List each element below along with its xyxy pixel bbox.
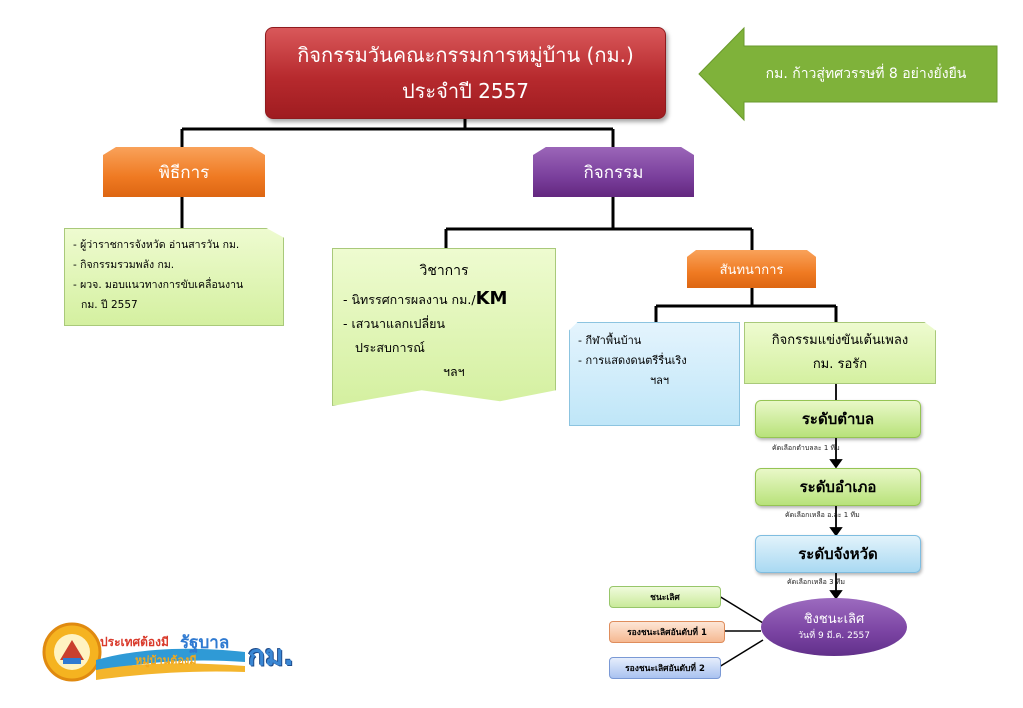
activities-box: กิจกรรม: [533, 147, 694, 197]
level-note-2: คัดเลือกเหลือ อ.ละ 1 ทีม: [785, 511, 860, 519]
academic-box: วิชาการ - นิทรรศการผลงาน กม./KM - เสวนาแ…: [332, 248, 556, 406]
level-note-1: คัดเลือกตำบลละ 1 ทีม: [772, 444, 840, 452]
folk-item: - กีฬาพื้นบ้าน: [578, 334, 642, 347]
ceremony-item: - กิจกรรมรวมพลัง กม.: [73, 259, 175, 271]
logo-text-bottom: หมู่บ้านต้องมี: [135, 654, 197, 667]
academic-line3: ประสบการณ์: [355, 340, 425, 355]
final-line1: ชิงชนะเลิศ: [803, 612, 865, 627]
academic-etc: ฯลฯ: [443, 364, 465, 379]
folk-box: - กีฬาพื้นบ้าน - การแสดงดนตรีรื่นเริง ฯล…: [569, 322, 740, 426]
logo-text-top: ประเทศต้องมี: [100, 635, 169, 649]
singing-line2: กม. รอรัก: [812, 357, 868, 372]
academic-title: วิชาการ: [419, 263, 469, 279]
ceremony-list: - ผู้ว่าราชการจังหวัด อ่านสารวัน กม. - ก…: [64, 228, 284, 326]
academic-km: KM: [475, 288, 508, 309]
academic-item: - นิทรรศการผลงาน กม./KM: [343, 287, 545, 312]
logo-brand: กม.: [248, 639, 295, 672]
ceremony-item: กม. ปี 2557: [81, 299, 138, 311]
ceremony-box: พิธีการ: [103, 147, 265, 197]
final-round: ชิงชนะเลิศ วันที่ 9 มี.ค. 2557: [761, 598, 907, 656]
award-winner: ชนะเลิศ: [609, 586, 721, 608]
singing-line1: กิจกรรมแข่งขันเต้นเพลง: [771, 333, 909, 348]
final-line2: วันที่ 9 มี.ค. 2557: [797, 631, 871, 641]
slogan-arrow: กม. ก้าวสู่ทศวรรษที่ 8 อย่างยั่งยืน: [765, 66, 967, 82]
level-note-3: คัดเลือกเหลือ 3 ทีม: [787, 578, 845, 586]
level-subdistrict: ระดับตำบล: [755, 400, 921, 438]
level-district: ระดับอำเภอ: [755, 468, 921, 506]
ceremony-item: - ผู้ว่าราชการจังหวัด อ่านสารวัน กม.: [73, 239, 240, 251]
slogan-arrow-shape: [698, 26, 998, 122]
title-box: กิจกรรมวันคณะกรรมการหมู่บ้าน (กม.) ประจำ…: [265, 27, 666, 119]
academic-line1: - นิทรรศการผลงาน กม./: [343, 292, 476, 307]
logo-word: รัฐบาล: [180, 633, 230, 653]
title-line2: ประจำปี 2557: [401, 79, 530, 103]
title-line1: กิจกรรมวันคณะกรรมการหมู่บ้าน (กม.): [297, 43, 634, 67]
folk-item: - การแสดงดนตรีรื่นเริง: [578, 354, 687, 367]
award-runner-up-2: รองชนะเลิศอันดับที่ 2: [609, 657, 721, 679]
level-province: ระดับจังหวัด: [755, 535, 921, 573]
ceremony-item: - ผวจ. มอบแนวทางการขับเคลื่อนงาน: [73, 279, 244, 291]
award-runner-up-1: รองชนะเลิศอันดับที่ 1: [609, 621, 725, 643]
singing-contest-box: กิจกรรมแข่งขันเต้นเพลง กม. รอรัก: [744, 322, 936, 384]
academic-line2: - เสวนาแลกเปลี่ยน: [343, 316, 445, 331]
recreation-box: สันทนาการ: [687, 250, 816, 288]
folk-etc: ฯลฯ: [650, 374, 670, 387]
